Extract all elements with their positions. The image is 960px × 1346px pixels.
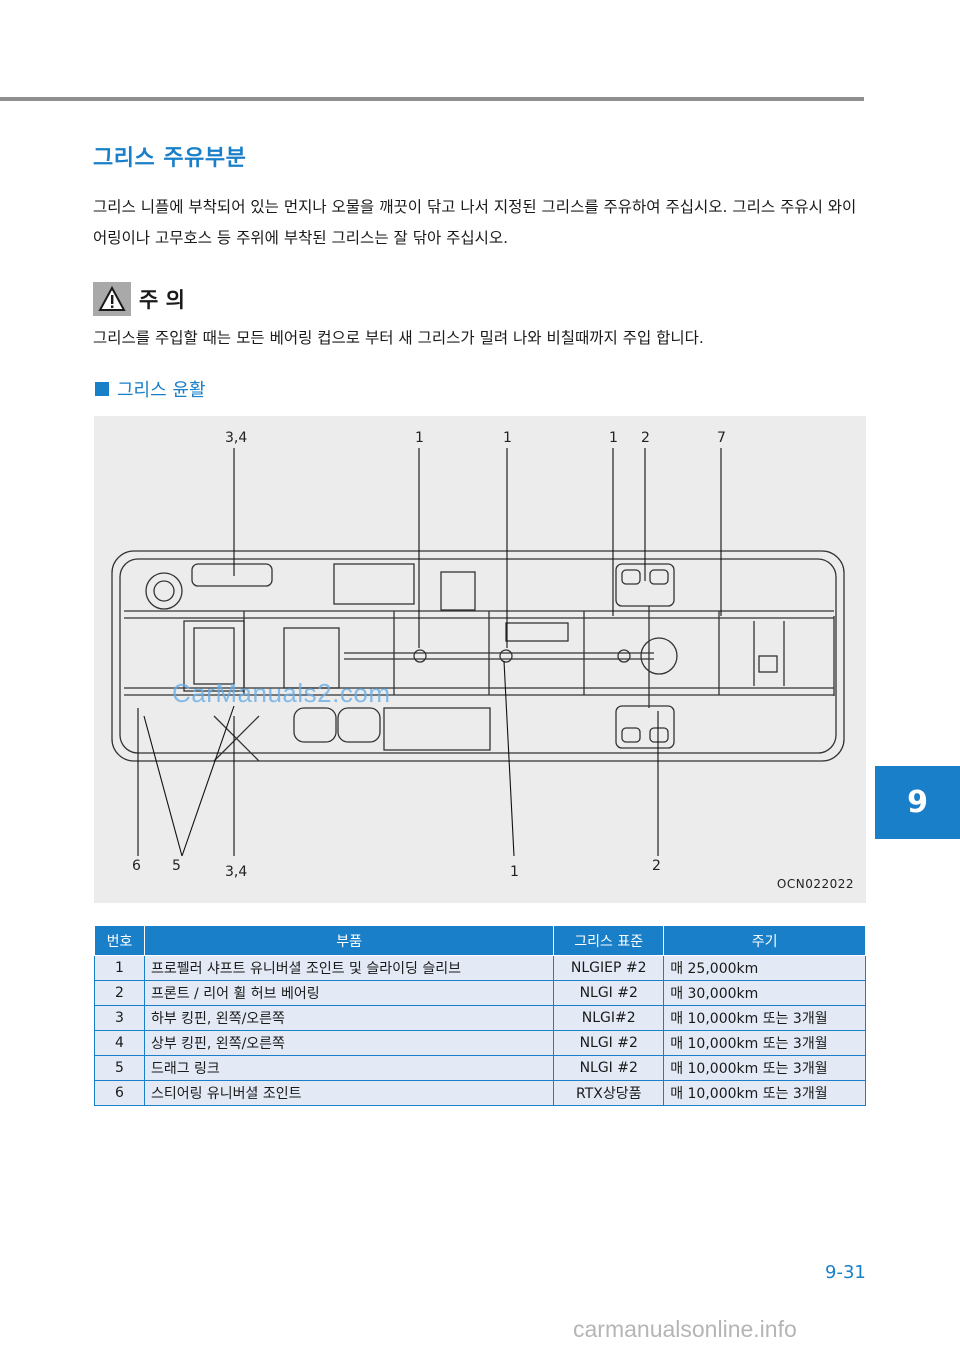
figure-code: OCN022022	[776, 877, 854, 891]
cell-period: 매 25,000km	[663, 955, 866, 981]
table-row: 4 상부 킹핀, 왼쪽/오른쪽 NLGI #2 매 10,000km 또는 3개…	[94, 1030, 866, 1056]
top-rule	[0, 97, 864, 101]
page-number: 9-31	[825, 1262, 866, 1283]
grease-spec-table: 번호 부품 그리스 표준 주기 1 프로펠러 샤프트 유니버셜 조인트 및 슬라…	[94, 925, 866, 1106]
header-period: 주기	[663, 925, 866, 956]
cell-period: 매 10,000km 또는 3개월	[663, 1055, 866, 1081]
table-row: 5 드래그 링크 NLGI #2 매 10,000km 또는 3개월	[94, 1055, 866, 1081]
callout-label-top: 1	[609, 430, 618, 446]
cell-number: 6	[94, 1080, 145, 1106]
table-row: 3 하부 킹핀, 왼쪽/오른쪽 NLGI#2 매 10,000km 또는 3개월	[94, 1005, 866, 1031]
intro-paragraph: 그리스 니플에 부착되어 있는 먼지나 오물을 깨끗이 닦고 나서 지정된 그리…	[93, 198, 857, 247]
callout-label-bottom: 5	[172, 858, 181, 874]
section-title: 그리스 주유부분	[93, 146, 247, 171]
subsection-title: 그리스 윤활	[117, 380, 206, 401]
cell-grease: NLGIEP #2	[553, 955, 665, 981]
header-part: 부품	[143, 925, 555, 956]
callout-label-bottom: 3,4	[225, 864, 248, 880]
callout-label-bottom: 1	[510, 864, 519, 880]
cell-part: 프론트 / 리어 휠 허브 베어링	[143, 980, 555, 1006]
callout-label-bottom: 2	[652, 858, 661, 874]
cell-number: 3	[94, 1005, 145, 1031]
cell-number: 4	[94, 1030, 145, 1056]
callout-label-top: 7	[717, 430, 726, 446]
watermark: CarManuals2.com	[172, 678, 391, 708]
table-row: 1 프로펠러 샤프트 유니버셜 조인트 및 슬라이딩 슬리브 NLGIEP #2…	[94, 955, 866, 981]
cell-part: 상부 킹핀, 왼쪽/오른쪽	[143, 1030, 555, 1056]
warning-triangle-icon	[98, 286, 126, 311]
chassis-drawing	[111, 448, 845, 857]
footer-site: carmanualsonline.info	[573, 1316, 797, 1342]
table-row: 6 스티어링 유니버셜 조인트 RTX상당품 매 10,000km 또는 3개월	[94, 1080, 866, 1106]
callout-label-top: 2	[641, 430, 650, 446]
callout-label-top: 1	[503, 430, 512, 446]
callout-label-top: 3,4	[225, 430, 248, 446]
cell-part: 스티어링 유니버셜 조인트	[143, 1080, 555, 1106]
header-number: 번호	[94, 925, 145, 956]
chapter-number: 9	[907, 785, 928, 820]
cell-grease: NLGI #2	[553, 1030, 665, 1056]
header-grease: 그리스 표준	[553, 925, 665, 956]
cell-grease: NLGI #2	[553, 1055, 665, 1081]
table-row: 2 프론트 / 리어 휠 허브 베어링 NLGI #2 매 30,000km	[94, 980, 866, 1006]
cell-period: 매 10,000km 또는 3개월	[663, 1005, 866, 1031]
cell-number: 2	[94, 980, 145, 1006]
cell-part: 드래그 링크	[143, 1055, 555, 1081]
table-header-row: 번호 부품 그리스 표준 주기	[94, 925, 866, 956]
cell-grease: NLGI#2	[553, 1005, 665, 1031]
cell-part: 하부 킹핀, 왼쪽/오른쪽	[143, 1005, 555, 1031]
cell-part: 프로펠러 샤프트 유니버셜 조인트 및 슬라이딩 슬리브	[143, 955, 555, 981]
cell-number: 1	[94, 955, 145, 981]
caution-icon-box	[93, 282, 131, 316]
chapter-tab[interactable]: 9	[875, 766, 960, 839]
callout-label-top: 1	[415, 430, 424, 446]
cell-period: 매 10,000km 또는 3개월	[663, 1030, 866, 1056]
cell-grease: RTX상당품	[553, 1080, 665, 1106]
cell-period: 매 10,000km 또는 3개월	[663, 1080, 866, 1106]
bullet-square-icon	[95, 382, 109, 396]
cell-grease: NLGI #2	[553, 980, 665, 1006]
subsection-heading: 그리스 윤활	[95, 376, 206, 402]
caution-text: 그리스를 주입할 때는 모든 베어링 컵으로 부터 새 그리스가 밀려 나와 비…	[93, 329, 704, 347]
chassis-lubrication-diagram: 3,4 1 1 1 2 7 6 5 3,4 1 2 CarManuals2.co…	[94, 416, 866, 903]
cell-period: 매 30,000km	[663, 980, 866, 1006]
caution-title: 주 의	[139, 288, 185, 312]
caution-header: 주 의	[93, 282, 185, 316]
callout-label-bottom: 6	[132, 858, 141, 874]
cell-number: 5	[94, 1055, 145, 1081]
